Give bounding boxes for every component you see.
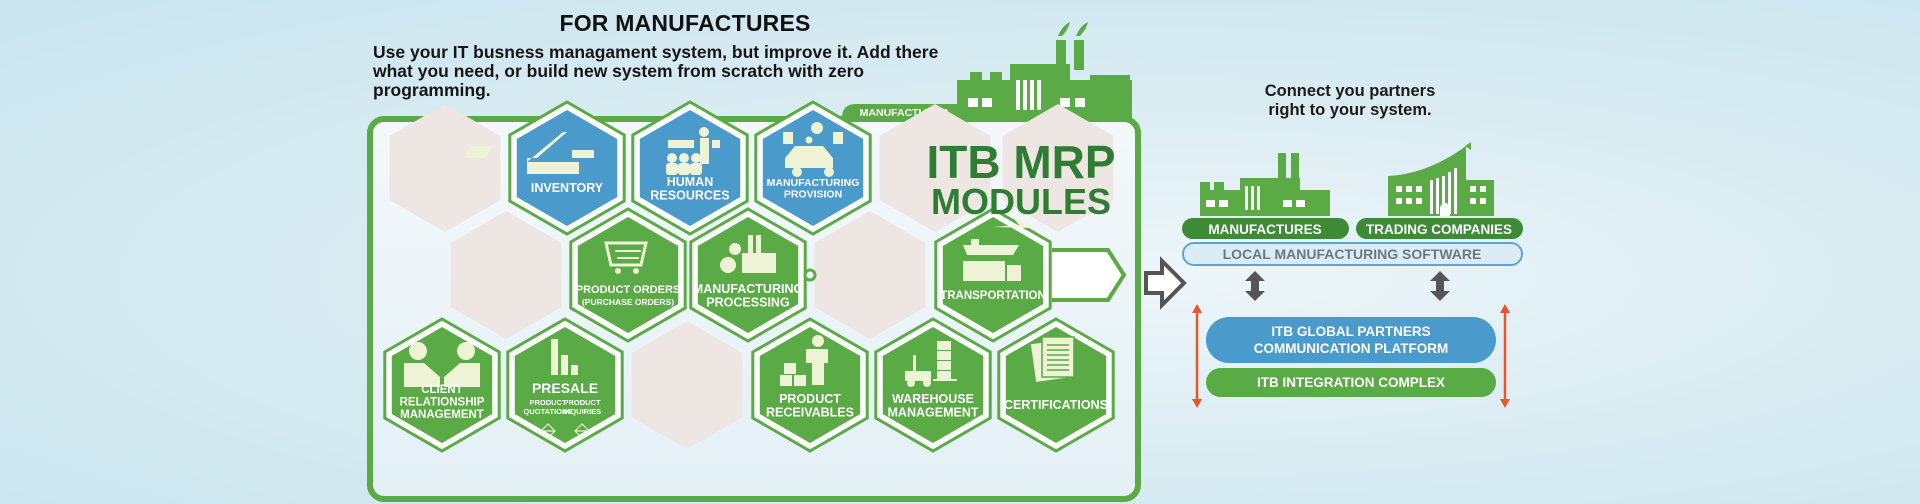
module-hex-fill <box>697 217 799 333</box>
module-certifications[interactable]: CERTIFICATIONS <box>997 317 1115 453</box>
platform-line1: ITB GLOBAL PARTNERS <box>1271 324 1430 339</box>
module-label: CLIENT <box>421 384 463 396</box>
trading-companies-pill <box>1356 218 1523 239</box>
integration-complex-label: ITB INTEGRATION COMPLEX <box>1257 375 1445 390</box>
module-label: MANUFACTURING <box>767 177 860 189</box>
orange-arrow-left-icon <box>1192 304 1202 408</box>
platform-line2: COMMUNICATION PLATFORM <box>1254 341 1448 356</box>
trading-companies-building-icon <box>1388 142 1494 216</box>
plane-ship-truck-icon <box>963 220 1031 281</box>
page-title: FOR MANUFACTURES <box>559 10 811 36</box>
module-label: PRESALE <box>532 380 598 396</box>
communication-platform-pill <box>1206 317 1496 363</box>
background-hex <box>1002 104 1114 232</box>
sync-arrow-right-icon <box>1430 271 1450 301</box>
background-hex <box>389 104 501 232</box>
module-label: INVENTORY <box>531 181 604 195</box>
module-label: RECEIVABLES <box>766 406 854 420</box>
car-parts-icon <box>783 122 843 177</box>
presale-sub-label: QUOTATIONS <box>524 407 573 416</box>
envelope-icon <box>574 423 590 439</box>
integration-complex-pill <box>1206 368 1496 397</box>
partners-heading-line1: Connect you partners <box>1264 82 1436 100</box>
module-label: (PURCHASE ORDERS) <box>582 297 674 307</box>
forklift-icon <box>905 341 957 387</box>
manufactures-pill <box>1182 218 1349 239</box>
factory-gears-icon <box>720 235 776 273</box>
mrp-title-line1: ITB MRP <box>926 136 1115 188</box>
mrp-title-line2: MODULES <box>931 181 1111 222</box>
workers-presentation-icon <box>666 127 720 175</box>
documents-icon <box>1030 336 1075 382</box>
trading-companies-label: TRADING COMPANIES <box>1366 222 1512 237</box>
module-hex-fill <box>882 327 984 443</box>
module-label: HUMAN <box>667 175 714 189</box>
module-label: MANAGEMENT <box>400 409 484 421</box>
module-hex-fill <box>759 327 861 443</box>
partners-heading-line2: right to your system. <box>1268 101 1432 119</box>
presale-sub-label: PRODUCT <box>529 398 567 407</box>
module-label: CERTIFICATIONS <box>1004 398 1108 412</box>
background-hex-grid <box>389 104 1114 449</box>
presale-sub-label: PRODUCT <box>563 398 601 407</box>
module-label: PRODUCT ORDERS <box>576 284 681 296</box>
background-hex <box>450 211 562 339</box>
module-hex-fill <box>577 217 679 333</box>
module-hex-fill <box>1005 327 1107 443</box>
module-label: PRODUCT <box>779 392 841 406</box>
connector-node-icon <box>803 268 817 282</box>
module-label: WAREHOUSE <box>892 392 974 406</box>
module-label: RELATIONSHIP <box>400 397 485 409</box>
presale-sub-label: INQUIRIES <box>563 407 601 416</box>
manufactures-building-icon <box>1200 153 1330 216</box>
orange-arrow-right-icon <box>1500 304 1510 408</box>
module-inventory[interactable]: INVENTORY <box>463 100 626 236</box>
module-label: PROVISION <box>784 189 842 201</box>
module-label: TRANSPORTATION <box>940 290 1046 302</box>
page-description: Use your IT busness managament system, b… <box>373 42 939 100</box>
bar-chart-icon <box>551 339 578 375</box>
sync-arrow-left-icon <box>1245 271 1265 301</box>
factory-silhouette-icon <box>957 22 1132 122</box>
shopping-cart-icon <box>604 241 648 274</box>
partners-heading: Connect you partners right to your syste… <box>1220 82 1480 120</box>
module-label: MANAGEMENT <box>888 406 979 420</box>
background-hex <box>814 211 926 339</box>
module-product-orders[interactable]: PRODUCT ORDERS(PURCHASE ORDERS) <box>569 207 687 343</box>
module-transportation[interactable]: TRANSPORTATION <box>934 207 1052 343</box>
background-hex <box>879 104 991 232</box>
manufactures-label: MANUFACTURES <box>1208 222 1321 237</box>
transport-output-arrow <box>1052 248 1127 302</box>
module-label: PROCESSING <box>706 296 789 310</box>
module-label: MANUFACTURING <box>693 282 803 296</box>
local-software-pill <box>1182 242 1523 266</box>
local-software-label: LOCAL MANUFACTURING SOFTWARE <box>1223 246 1482 262</box>
module-label: RESOURCES <box>650 189 729 203</box>
envelope-icon <box>540 423 556 439</box>
person-boxes-icon <box>780 335 828 386</box>
module-hex-fill <box>514 327 616 443</box>
background-hex <box>631 321 743 449</box>
flow-arrow-right-icon <box>1144 256 1187 310</box>
handshake-icon <box>404 342 480 387</box>
inventory-boards-icon <box>463 132 594 174</box>
